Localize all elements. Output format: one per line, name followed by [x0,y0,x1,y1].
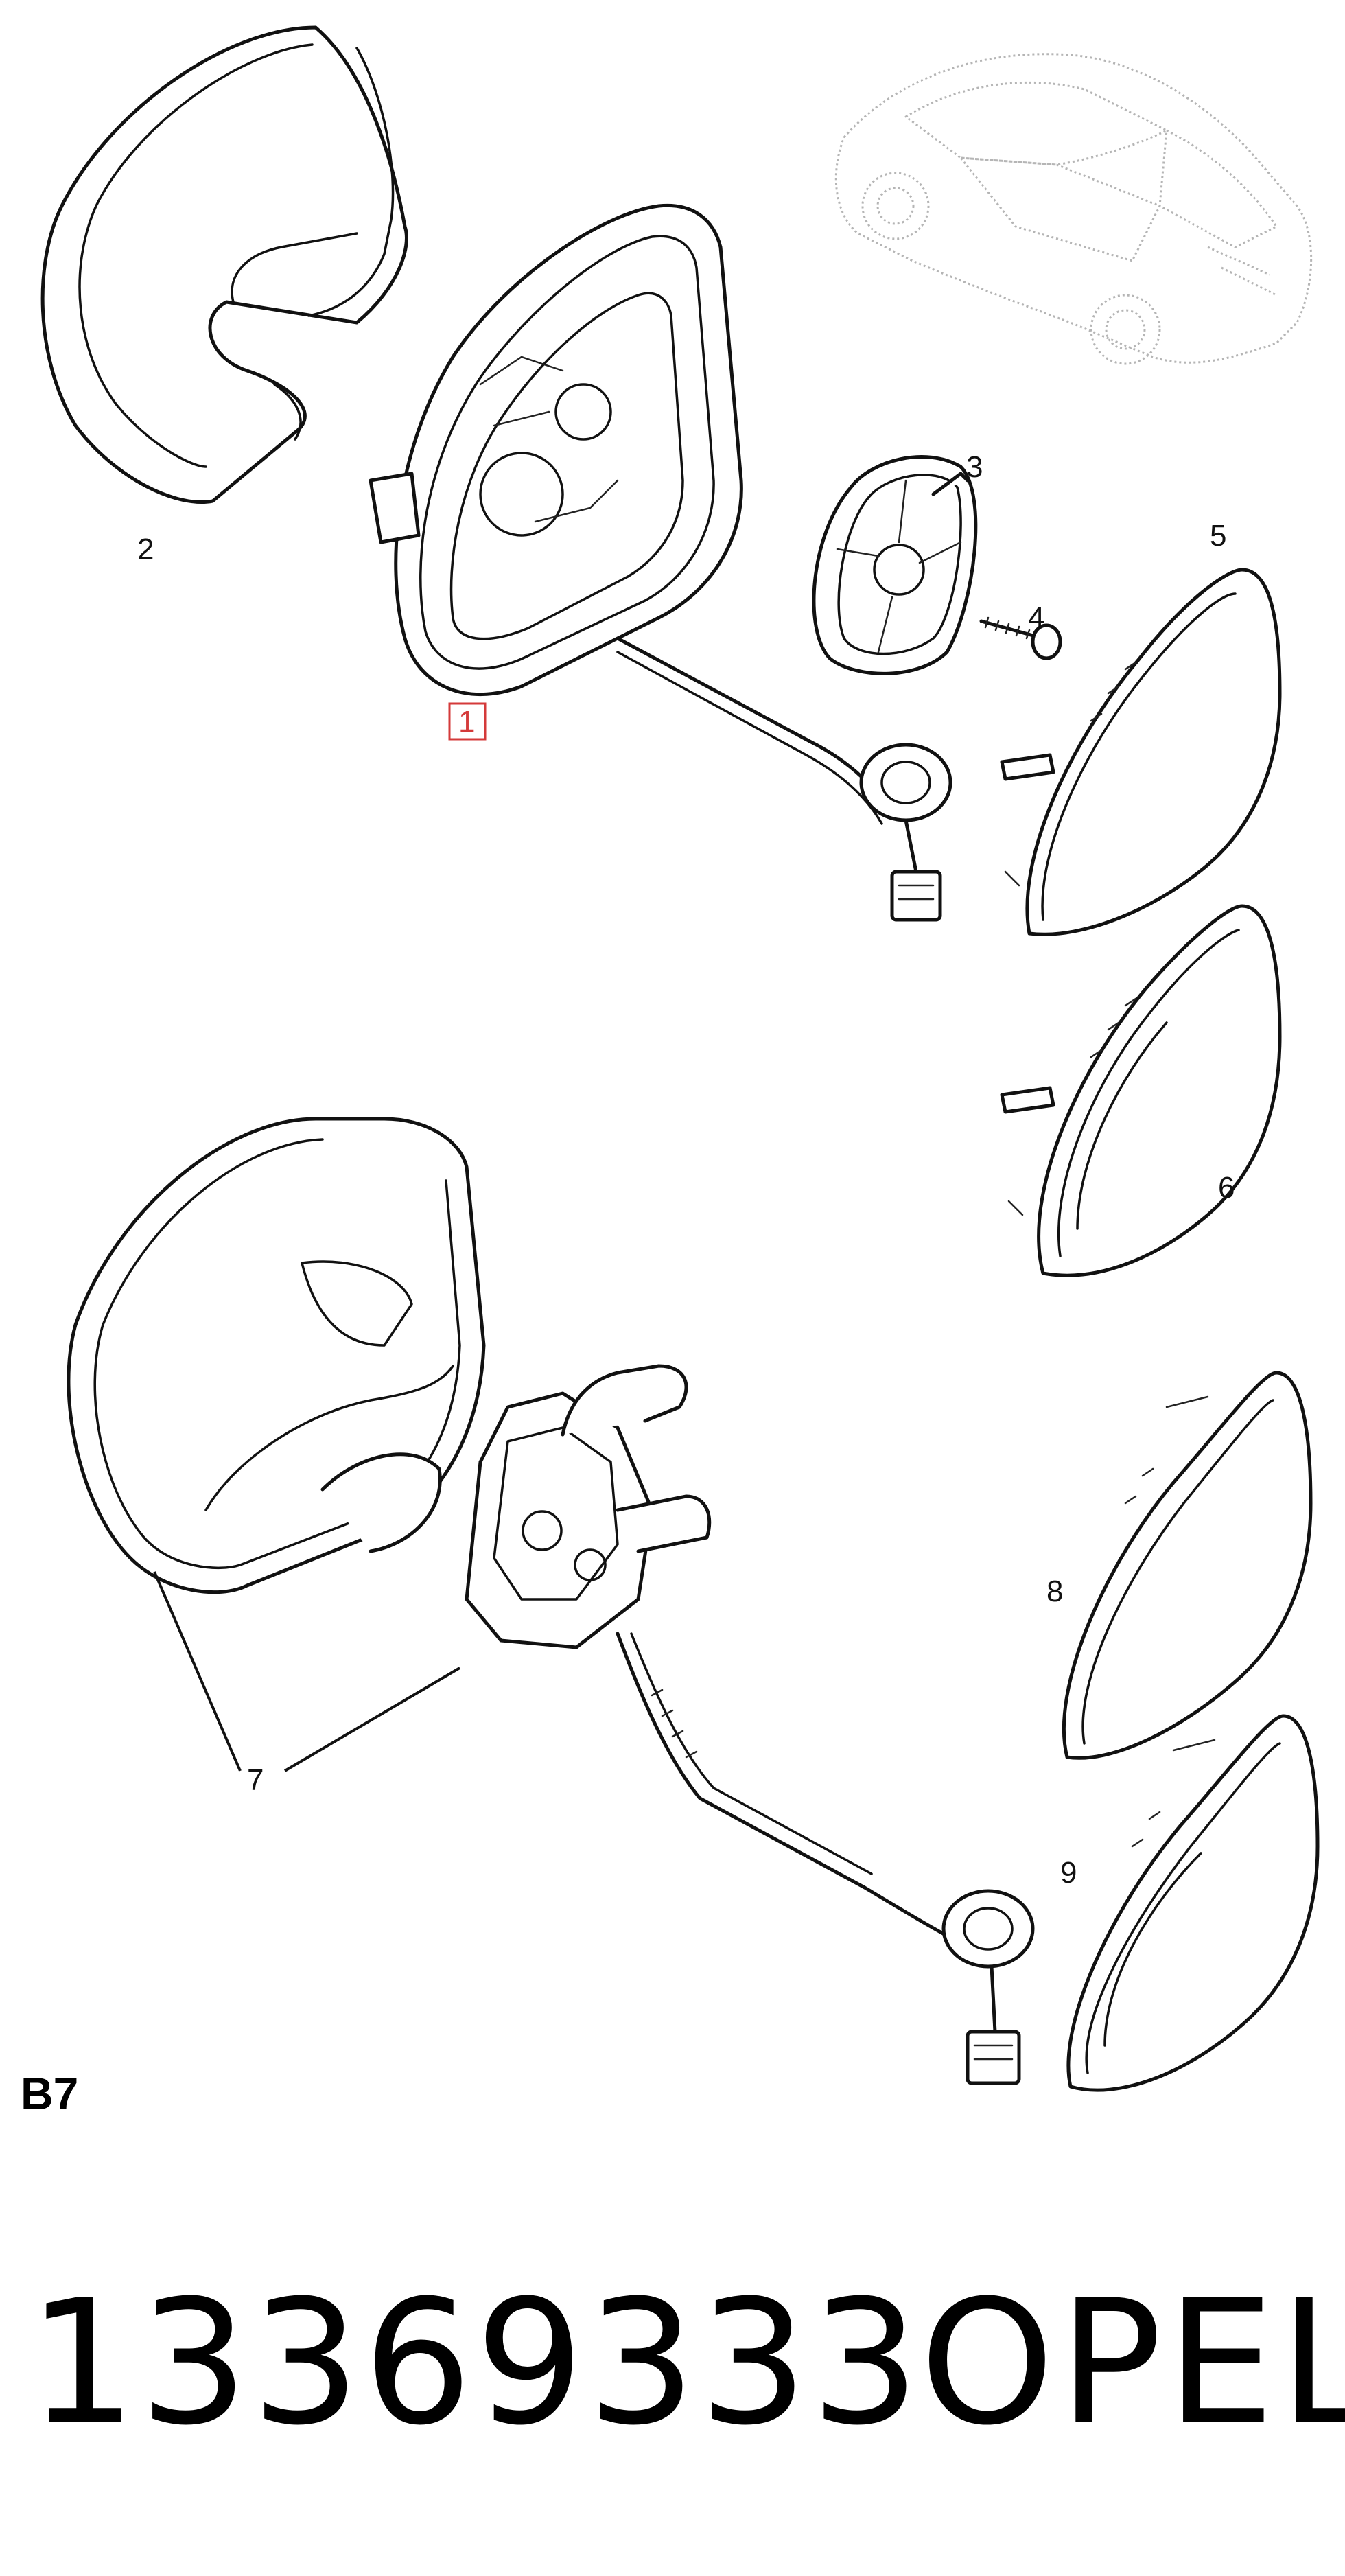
callout-6: 6 [1218,1171,1235,1205]
mirror-motor-part-3 [812,455,978,675]
callout-3: 3 [966,450,983,484]
brand-name: OPEL [920,2263,1345,2463]
section-label: B7 [21,2068,79,2119]
mirror-cap-part-2 [40,25,408,504]
mirror-assembly-part-7 [67,1117,1035,2085]
callout-4: 4 [1028,601,1044,635]
mirror-glass-part-5 [1000,568,1282,936]
callout-8: 8 [1046,1575,1063,1608]
callout-7-leaders [153,1571,461,1772]
callout-5: 5 [1210,519,1226,553]
callout-9: 9 [1060,1856,1077,1890]
mirror-glass-part-8 [1062,1371,1313,1760]
callouts: 1 2 3 4 5 6 7 8 9 [137,450,1235,1890]
mirror-glass-part-9 [1066,1714,1320,2092]
callout-7: 7 [247,1763,264,1797]
mirror-glass-part-6 [1000,904,1282,1277]
vehicle-illustration [834,53,1313,365]
callout-1-box [448,702,487,741]
mirror-assembly-part-1 [369,203,952,922]
callout-1: 1 [458,705,475,739]
callout-2: 2 [137,533,154,566]
screw-part-4 [979,616,1062,660]
part-number: 13369333 [27,2263,923,2463]
